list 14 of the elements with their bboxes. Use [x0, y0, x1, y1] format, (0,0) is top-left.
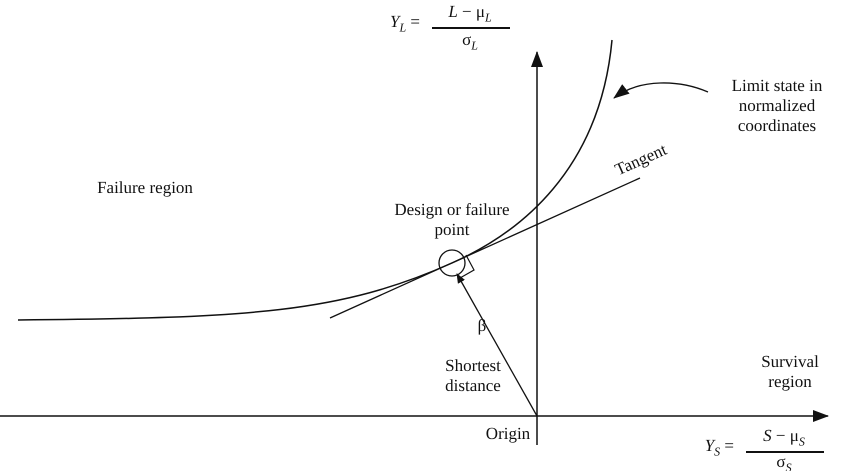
axis-label: Y$_{L}$ =	[389, 12, 420, 36]
point-label: Design or failure point	[393, 200, 511, 240]
axis-origin-label: Origin	[484, 424, 532, 444]
design-point-circle	[438, 249, 466, 277]
formula-denominator: σ$_{L}$	[461, 30, 479, 54]
formula-numerator: L − μ$_{L}$	[447, 2, 493, 26]
distance-label: Shortest distance	[444, 356, 502, 396]
formula-numerator: S − μ$_{S}$	[762, 426, 806, 450]
region-label: Failure region	[96, 178, 194, 198]
leader-line	[613, 82, 708, 99]
region-label: Survival region	[760, 352, 820, 392]
callout-text: Limit state in normalized coordinates	[712, 76, 842, 136]
arrow	[456, 273, 538, 416]
axis-label: Y$_{S}$ =	[704, 436, 734, 460]
